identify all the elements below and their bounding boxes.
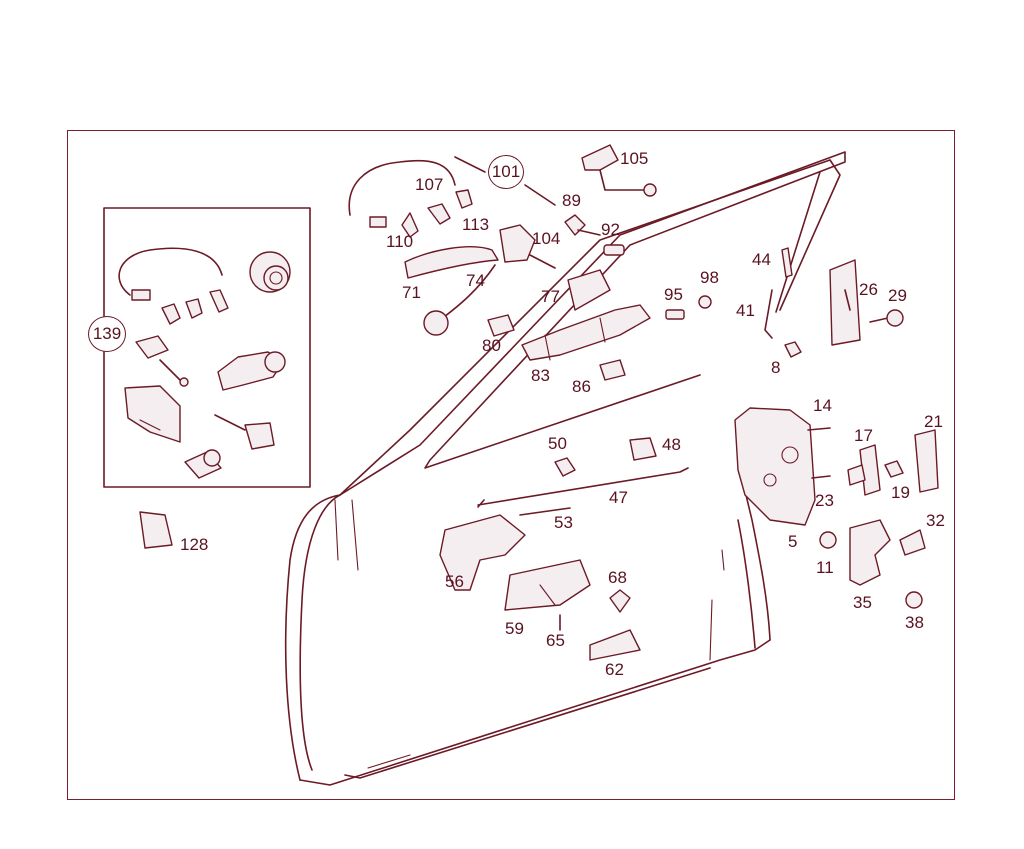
part-label-38: 38 bbox=[905, 613, 924, 632]
part-label-65: 65 bbox=[546, 631, 565, 650]
part-label-128: 128 bbox=[180, 535, 209, 554]
part-label-35: 35 bbox=[853, 593, 872, 612]
part-label-80: 80 bbox=[482, 336, 501, 355]
lower-parts bbox=[139, 437, 689, 661]
part-label-92: 92 bbox=[601, 220, 620, 239]
callout-139: 139 bbox=[88, 316, 126, 352]
part-label-71: 71 bbox=[402, 283, 421, 302]
part-label-98: 98 bbox=[700, 268, 719, 287]
door-shell bbox=[284, 151, 846, 786]
part-label-68: 68 bbox=[608, 568, 627, 587]
part-label-50: 50 bbox=[548, 434, 567, 453]
part-label-11: 11 bbox=[816, 558, 834, 577]
part-label-110: 110 bbox=[386, 232, 414, 251]
part-label-5: 5 bbox=[788, 532, 798, 551]
part-label-48: 48 bbox=[662, 435, 681, 454]
part-label-107: 107 bbox=[415, 175, 444, 194]
part-label-59: 59 bbox=[505, 619, 524, 638]
part-label-14: 14 bbox=[813, 396, 832, 415]
part-label-105: 105 bbox=[620, 149, 649, 168]
part-label-56: 56 bbox=[445, 572, 464, 591]
lock-parts bbox=[734, 407, 939, 609]
part-label-26: 26 bbox=[859, 280, 878, 299]
part-label-44: 44 bbox=[752, 250, 771, 269]
part-label-83: 83 bbox=[531, 366, 550, 385]
part-label-41: 41 bbox=[736, 301, 755, 320]
part-label-17: 17 bbox=[854, 426, 873, 445]
part-label-86: 86 bbox=[572, 377, 591, 396]
part-label-23: 23 bbox=[815, 491, 834, 510]
part-label-74: 74 bbox=[466, 271, 485, 290]
part-label-95: 95 bbox=[664, 285, 683, 304]
part-label-53: 53 bbox=[554, 513, 573, 532]
inset-box-139 bbox=[103, 207, 311, 488]
part-label-21: 21 bbox=[924, 412, 943, 431]
part-label-47: 47 bbox=[609, 488, 628, 507]
upper-parts bbox=[348, 144, 904, 381]
part-label-8: 8 bbox=[771, 358, 781, 377]
part-label-89: 89 bbox=[562, 191, 581, 210]
callout-101: 101 bbox=[488, 155, 524, 189]
part-label-104: 104 bbox=[532, 229, 561, 248]
part-label-113: 113 bbox=[462, 215, 490, 234]
part-label-19: 19 bbox=[891, 483, 910, 502]
part-label-77: 77 bbox=[541, 287, 560, 306]
diagram-frame bbox=[67, 130, 955, 800]
part-label-29: 29 bbox=[888, 286, 907, 305]
part-label-62: 62 bbox=[605, 660, 624, 679]
part-label-32: 32 bbox=[926, 511, 945, 530]
